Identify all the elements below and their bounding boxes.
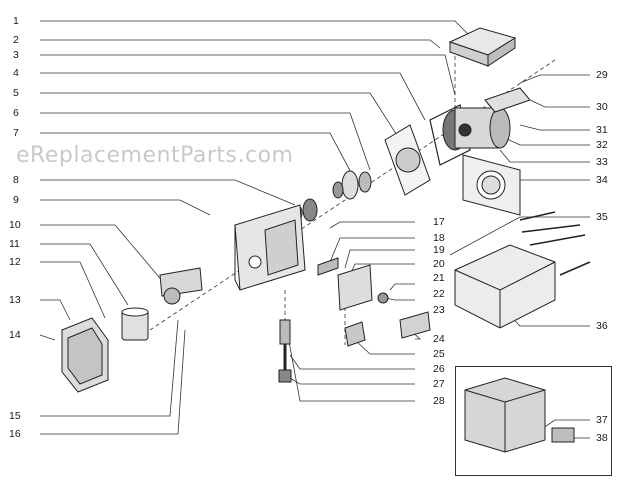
callout-24: 24 — [433, 333, 445, 345]
callout-7: 7 — [13, 127, 19, 139]
callout-16: 16 — [9, 428, 21, 440]
callout-18: 18 — [433, 232, 445, 244]
callout-38: 38 — [596, 432, 608, 444]
watermark: eReplacementParts.com — [16, 143, 294, 168]
callout-10: 10 — [9, 219, 21, 231]
callout-15: 15 — [9, 410, 21, 422]
callout-31: 31 — [596, 124, 608, 136]
callout-12: 12 — [9, 256, 21, 268]
callout-36: 36 — [596, 320, 608, 332]
callout-21: 21 — [433, 272, 445, 284]
callout-14: 14 — [9, 329, 21, 341]
callout-32: 32 — [596, 139, 608, 151]
callout-35: 35 — [596, 211, 608, 223]
callout-23: 23 — [433, 304, 445, 316]
callout-25: 25 — [433, 348, 445, 360]
callout-27: 27 — [433, 378, 445, 390]
callout-37: 37 — [596, 414, 608, 426]
callout-34: 34 — [596, 174, 608, 186]
callout-22: 22 — [433, 288, 445, 300]
callout-4: 4 — [13, 67, 19, 79]
callout-9: 9 — [13, 194, 19, 206]
callout-30: 30 — [596, 101, 608, 113]
callout-1: 1 — [13, 15, 19, 27]
callout-29: 29 — [596, 69, 608, 81]
callout-5: 5 — [13, 87, 19, 99]
callout-8: 8 — [13, 174, 19, 186]
callout-2: 2 — [13, 34, 19, 46]
callout-26: 26 — [433, 363, 445, 375]
callout-20: 20 — [433, 258, 445, 270]
inset-assembled-view — [455, 366, 612, 476]
callout-6: 6 — [13, 107, 19, 119]
callout-11: 11 — [9, 238, 20, 250]
callout-19: 19 — [433, 244, 445, 256]
callout-33: 33 — [596, 156, 608, 168]
callout-3: 3 — [13, 49, 19, 61]
callout-17: 17 — [433, 216, 445, 228]
callout-13: 13 — [9, 294, 21, 306]
callout-28: 28 — [433, 395, 445, 407]
